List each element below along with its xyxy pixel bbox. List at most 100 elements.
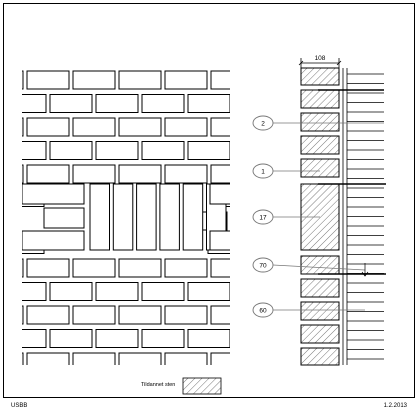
brick-section-course: [300, 324, 340, 344]
callout-label: 70: [259, 262, 267, 269]
brick: [95, 94, 139, 113]
brick: [43, 207, 85, 229]
brick: [22, 164, 24, 184]
brick-section-course: [300, 135, 340, 155]
brick: [210, 164, 230, 184]
brick: [49, 94, 93, 113]
brick: [72, 258, 116, 278]
brick: [95, 329, 139, 348]
brick: [72, 164, 116, 184]
brick: [118, 258, 162, 278]
brick: [22, 94, 47, 113]
brick-section: [300, 67, 386, 366]
callout-label: 1: [261, 168, 265, 175]
brick: [26, 352, 70, 365]
brick: [49, 329, 93, 348]
callout-bubble: [252, 163, 274, 179]
callout-1: 1: [252, 163, 320, 179]
brick: [22, 258, 24, 278]
brick: [164, 352, 208, 365]
soldier-brick: [89, 183, 110, 251]
callout-label: 2: [261, 120, 265, 127]
brick: [164, 258, 208, 278]
brick: [187, 141, 230, 160]
callout-bubble: [252, 257, 274, 273]
brick-section-course: [300, 278, 340, 298]
brick: [141, 282, 185, 301]
footer-right: 1.2.2013: [384, 403, 408, 409]
brick: [210, 305, 230, 325]
leader-line: [272, 264, 366, 271]
brick: [22, 117, 24, 137]
brick: [209, 183, 230, 205]
brick: [187, 282, 230, 301]
brick: [210, 70, 230, 90]
callout-label: 60: [259, 307, 267, 314]
brick: [22, 230, 85, 251]
brick: [22, 352, 24, 365]
brick: [49, 141, 93, 160]
brick: [26, 258, 70, 278]
brick: [95, 141, 139, 160]
brick: [22, 70, 24, 90]
brick: [141, 94, 185, 113]
brick: [22, 282, 47, 301]
brick: [210, 117, 230, 137]
brick: [72, 352, 116, 365]
brick: [164, 305, 208, 325]
brick: [257, 353, 299, 371]
brick: [209, 230, 230, 251]
callout-bubble: [252, 115, 274, 131]
brick: [210, 258, 230, 278]
brick: [118, 117, 162, 137]
brick: [49, 282, 93, 301]
brick-section-course: [300, 67, 340, 86]
soldier-brick: [136, 183, 157, 251]
brick-section-course: [300, 255, 340, 275]
callout-bubble: [252, 209, 274, 225]
brick: [234, 330, 276, 348]
callout-label: 17: [259, 214, 267, 221]
brick: [26, 117, 70, 137]
brick: [22, 183, 85, 205]
brick-section-course: [300, 89, 340, 109]
brick: [164, 117, 208, 137]
callouts: 2 1 17 70 60: [252, 115, 384, 318]
brick: [118, 70, 162, 90]
soldier-brick: [112, 183, 134, 251]
dimension-label: 108: [315, 55, 326, 62]
callout-17: 17: [252, 209, 320, 225]
brick: [210, 352, 230, 365]
callout-60: 60: [252, 302, 365, 318]
brick: [72, 117, 116, 137]
soldier-brick: [182, 183, 204, 251]
footer-left: USBB: [11, 403, 27, 409]
brick: [118, 352, 162, 365]
brick: [164, 70, 208, 90]
brick-section-course: [300, 347, 340, 366]
brick-elevation: [22, 70, 299, 371]
brick-section-course: [300, 301, 340, 321]
brick-section-course: [300, 112, 340, 132]
brick: [22, 329, 47, 348]
brick: [72, 70, 116, 90]
callout-2: 2: [252, 115, 384, 131]
brick: [257, 71, 299, 89]
callout-bubble: [252, 302, 274, 318]
brick: [118, 305, 162, 325]
brick: [141, 141, 185, 160]
brick: [234, 142, 276, 160]
brick: [118, 164, 162, 184]
brick: [72, 305, 116, 325]
legend-label: Tildannet sten: [141, 382, 175, 388]
brick: [187, 329, 230, 348]
dimension-line: [298, 58, 342, 68]
brick: [26, 70, 70, 90]
brick: [141, 329, 185, 348]
soldier-brick: [159, 183, 180, 251]
inner-wall-section: [342, 68, 384, 365]
brick: [95, 282, 139, 301]
callout-70: 70: [252, 257, 366, 273]
